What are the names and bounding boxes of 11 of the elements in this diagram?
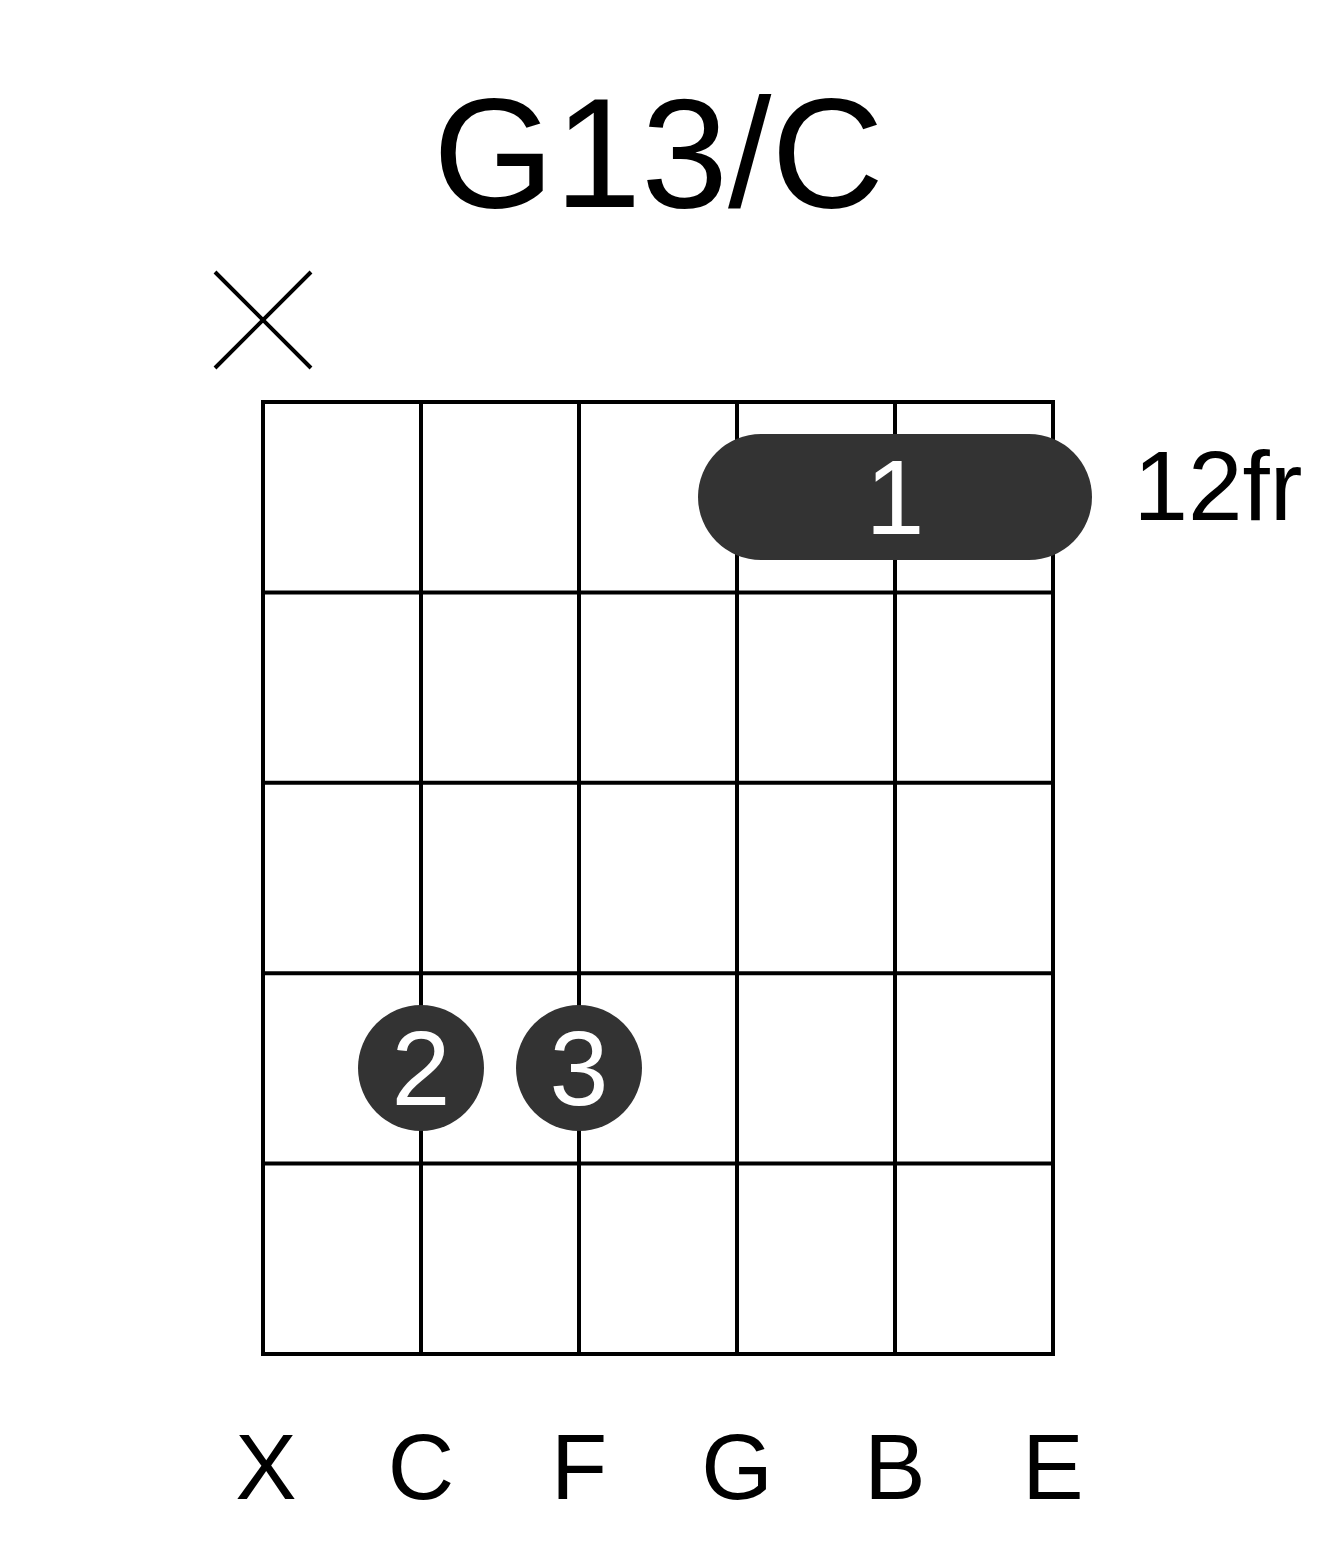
barre-marker: 1 [698, 434, 1092, 561]
string-name: C [387, 1421, 455, 1514]
string-name: B [864, 1421, 926, 1514]
string-name: G [701, 1421, 773, 1514]
fret-position-label: 12fr [1133, 437, 1303, 536]
string-name: F [550, 1421, 608, 1514]
finger-marker: 2 [358, 1005, 484, 1132]
finger-marker: 3 [516, 1005, 642, 1132]
string-name: X [235, 1421, 297, 1514]
chord-title: G13/C [432, 74, 885, 231]
string-name: E [1022, 1421, 1084, 1514]
